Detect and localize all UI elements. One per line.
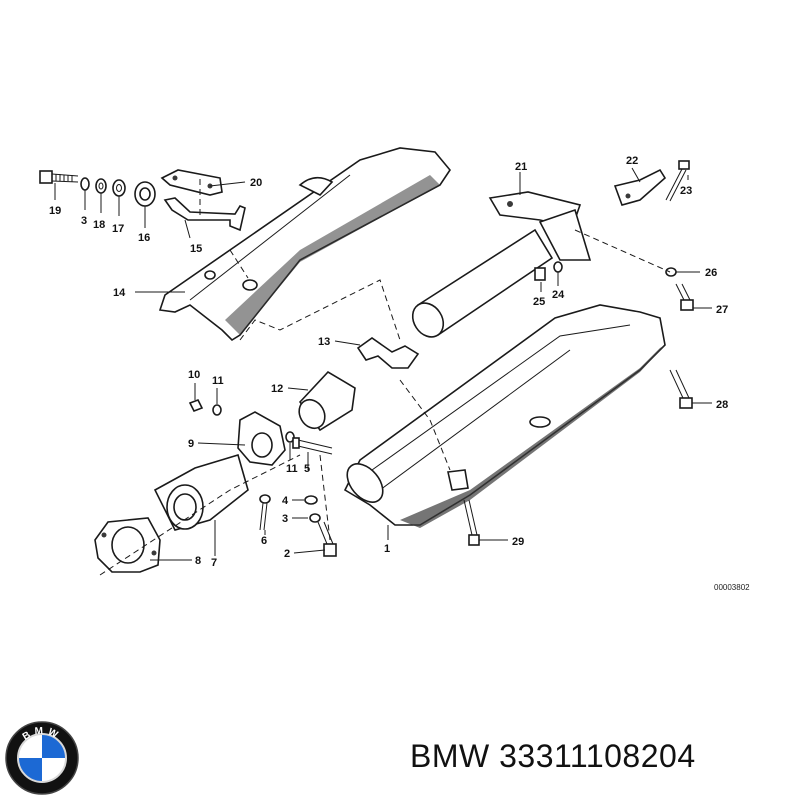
lower-steering-column-cover — [343, 304, 666, 528]
gasket-8 — [94, 517, 161, 573]
assembly-lines — [99, 175, 671, 576]
pipe-7 — [153, 453, 249, 531]
washer-18 — [95, 178, 107, 194]
washer-3-top — [80, 177, 90, 191]
logo-blue-quadrant-top-right — [42, 734, 66, 758]
screw-23 — [665, 160, 690, 202]
callout-9: 9 — [188, 438, 194, 450]
screw-6 — [259, 494, 271, 531]
callout-4: 4 — [282, 495, 289, 507]
washer-24 — [553, 261, 563, 273]
callout-28: 28 — [716, 399, 728, 411]
bracket-15 — [163, 197, 246, 232]
callout-6: 6 — [261, 535, 267, 547]
bracket-13 — [356, 337, 420, 369]
bracket-20 — [160, 169, 223, 196]
callout-26: 26 — [705, 267, 717, 279]
part-number-caption: BMW 33311108204 — [410, 738, 696, 774]
callout-17: 17 — [112, 223, 124, 235]
callout-2: 2 — [284, 548, 290, 560]
callout-24: 24 — [552, 289, 565, 301]
bolt-19 — [39, 170, 79, 184]
callout-27: 27 — [716, 304, 728, 316]
callout-13: 13 — [318, 336, 330, 348]
callout-10: 10 — [188, 369, 200, 381]
leader-lines — [54, 167, 712, 561]
nut-25 — [534, 267, 546, 281]
callout-18: 18 — [93, 219, 105, 231]
flange-9 — [237, 411, 286, 466]
nut-11-top — [212, 404, 222, 416]
callout-22: 22 — [626, 155, 638, 167]
nut-11-bottom — [285, 431, 295, 443]
sleeve-12 — [298, 370, 356, 432]
callout-23: 23 — [680, 185, 692, 197]
washer-3-bottom — [309, 513, 321, 523]
washer-17 — [112, 179, 126, 197]
bracket-22 — [613, 168, 667, 206]
bolt-27 — [675, 283, 694, 311]
callout-labels: 19 3 18 17 16 15 20 14 21 22 23 26 25 24… — [49, 155, 750, 592]
callout-16: 16 — [138, 232, 150, 244]
logo-blue-quadrant-bottom-left — [18, 758, 42, 782]
callout-15: 15 — [190, 243, 202, 255]
callout-8: 8 — [195, 555, 201, 567]
diagram-reference-code: 00003802 — [714, 583, 750, 592]
callout-5: 5 — [304, 463, 310, 475]
callout-3-top: 3 — [81, 215, 87, 227]
jacket-tube-21 — [411, 191, 592, 338]
callout-1: 1 — [384, 543, 390, 555]
callout-11-top: 11 — [212, 375, 224, 387]
bmw-logo: BMW — [5, 721, 79, 795]
upper-steering-column-cover — [158, 147, 451, 342]
callout-12: 12 — [271, 383, 283, 395]
callout-19: 19 — [49, 205, 61, 217]
bolt-28 — [669, 369, 693, 409]
grommet-16 — [134, 181, 156, 207]
callout-11-bottom: 11 — [286, 463, 298, 475]
callout-25: 25 — [533, 296, 545, 308]
nut-10 — [188, 398, 204, 413]
callout-21: 21 — [515, 161, 527, 173]
callout-3-bottom: 3 — [282, 513, 288, 525]
callout-20: 20 — [250, 177, 262, 189]
callout-14: 14 — [113, 287, 126, 299]
washer-4 — [304, 495, 318, 505]
callout-7: 7 — [211, 557, 217, 569]
screw-29 — [463, 499, 480, 546]
bolt-5 — [292, 437, 333, 455]
washer-26 — [665, 267, 677, 277]
callout-29: 29 — [512, 536, 524, 548]
